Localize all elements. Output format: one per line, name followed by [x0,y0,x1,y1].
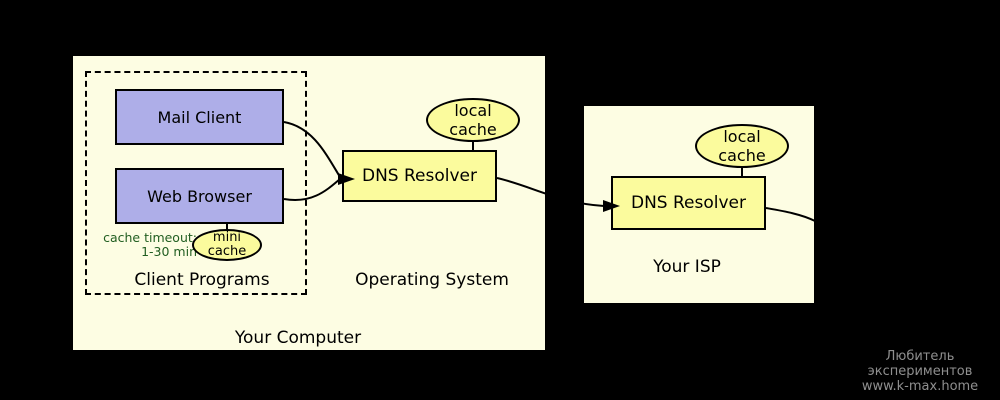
mail-client-label: Mail Client [157,107,242,127]
os-dns-resolver-box: DNS Resolver [342,150,497,202]
cache-timeout-note-line1: cache timeout: [103,230,197,245]
operating-system-label: Operating System [355,270,509,290]
client-programs-label: Client Programs [134,270,270,290]
os-dns-resolver-label: DNS Resolver [362,166,477,186]
web-browser-label: Web Browser [147,186,252,206]
mini-cache-ellipse: mini cache [192,229,262,261]
cache-timeout-note-line2: 1-30 min [141,244,197,259]
isp-local-cache-ellipse: local cache [695,124,789,168]
isp-local-cache-label-line1: local [723,127,761,146]
watermark: Любитель экспериментов www.k-max.home [850,349,990,394]
os-local-cache-label-line2: cache [449,120,497,139]
os-local-cache-ellipse: local cache [426,98,520,142]
your-isp-label: Your ISP [653,257,721,277]
cache-timeout-note: cache timeout: 1-30 min [101,231,197,259]
isp-local-cache-label-line2: cache [718,146,766,165]
isp-dns-resolver-box: DNS Resolver [611,176,766,230]
isp-dns-resolver-label: DNS Resolver [631,193,746,213]
os-local-cache-label-line1: local [454,101,492,120]
mail-client-box: Mail Client [115,89,284,145]
watermark-line3: www.k-max.home [861,379,979,394]
mini-cache-label-line1: mini [212,230,242,245]
watermark-line1: Любитель [885,349,955,364]
watermark-line2: экспериментов [867,364,973,379]
mini-cache-label-line2: cache [207,244,247,259]
web-browser-box: Web Browser [115,168,284,224]
your-computer-label: Your Computer [234,328,362,348]
